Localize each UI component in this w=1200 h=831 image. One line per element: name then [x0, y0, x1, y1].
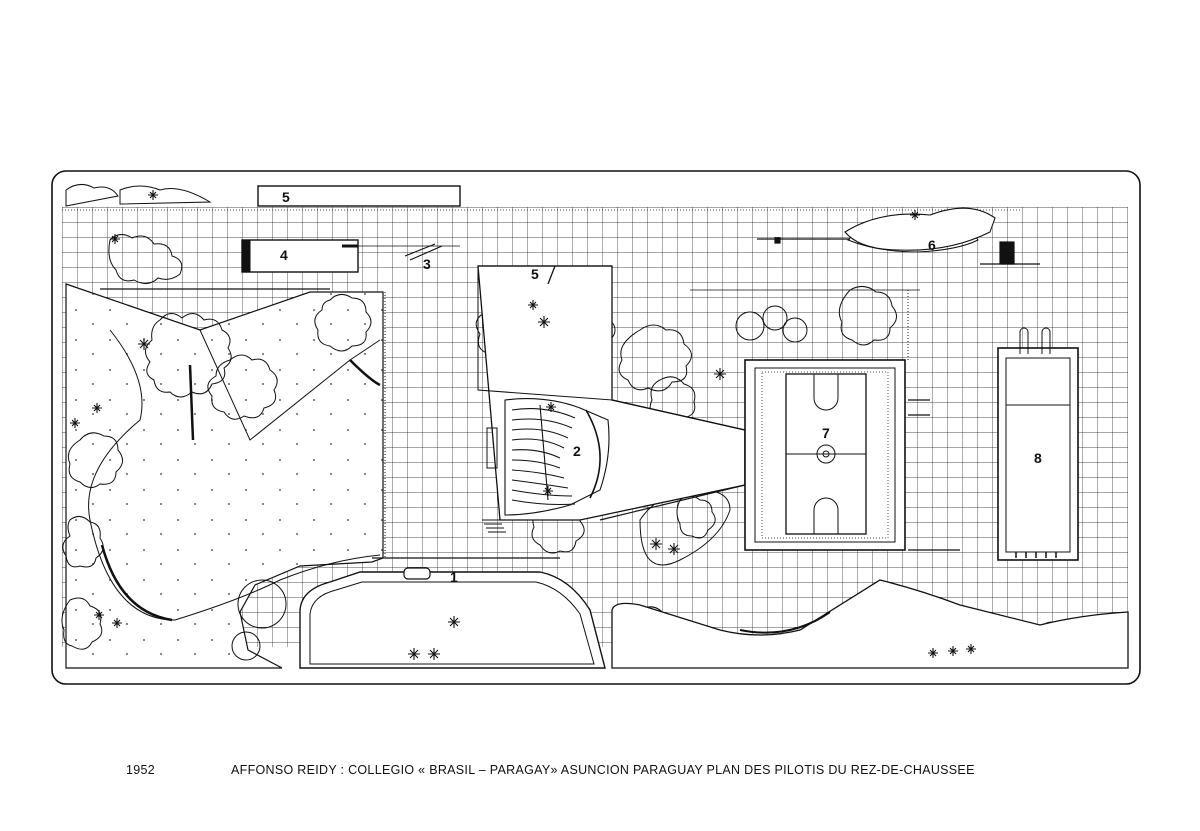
entry-drive-garden	[309, 581, 595, 665]
element-3	[404, 243, 443, 261]
label-4: 4	[280, 247, 288, 263]
label-8: 8	[1034, 450, 1042, 466]
label-5-top: 5	[282, 189, 290, 205]
garden-bottom-right	[611, 579, 1129, 669]
building-5-center	[478, 265, 612, 285]
label-1: 1	[450, 569, 458, 585]
garden-top-right	[844, 207, 996, 251]
garden-path-left-2	[199, 329, 381, 441]
label-5-center: 5	[531, 266, 539, 282]
amphitheatre	[504, 398, 610, 516]
basketball-court	[744, 359, 906, 551]
label-2: 2	[573, 443, 581, 459]
car	[403, 567, 431, 580]
caption-title: AFFONSO REIDY : COLLEGIO « BRASIL – PARA…	[231, 763, 975, 777]
caption-year: 1952	[126, 763, 156, 777]
shrub-marks	[70, 190, 976, 660]
garden-path-left	[88, 329, 381, 621]
label-7: 7	[822, 425, 830, 441]
label-6: 6	[928, 237, 936, 253]
ramps	[482, 427, 506, 533]
label-3: 3	[423, 256, 431, 272]
garden-path-bottom-right	[739, 611, 831, 634]
building-4	[241, 239, 460, 273]
lawn-left	[66, 284, 383, 668]
element-6	[757, 237, 1040, 265]
swimming-pool	[997, 327, 1079, 561]
building-5-top	[257, 185, 461, 207]
